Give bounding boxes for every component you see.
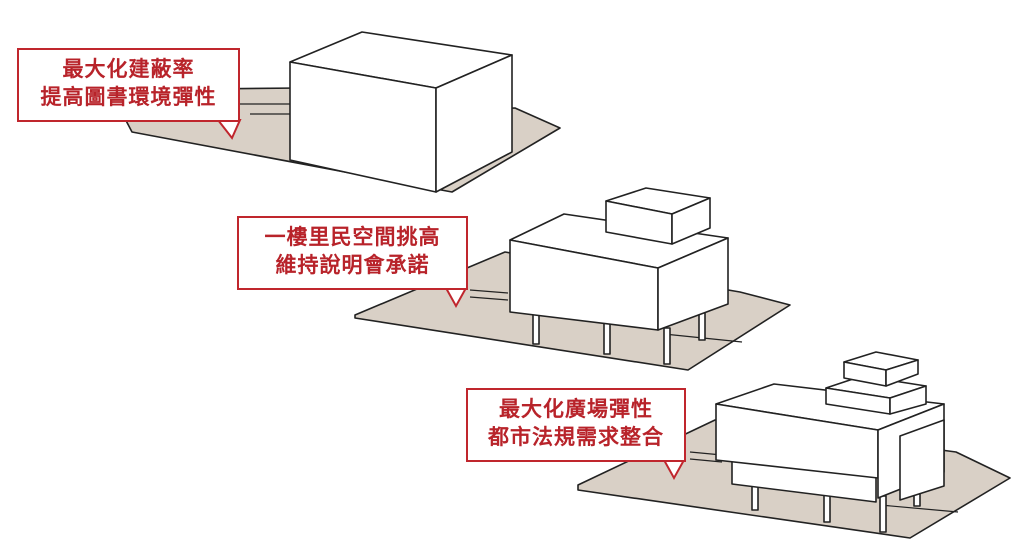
scene-3-top-side (885, 359, 919, 387)
callout-2-line1: 一樓里民空間挑高 (264, 225, 441, 249)
callout-3-line1: 最大化廣場彈性 (499, 397, 653, 421)
callout-1: 最大化建蔽率 提高圖書環境彈性 (17, 48, 240, 122)
callout-3-line2: 都市法規需求整合 (488, 425, 664, 449)
callout-1-line2: 提高圖書環境彈性 (40, 85, 217, 109)
scene-2-box-side (657, 237, 729, 331)
scene-3-massing (577, 351, 1011, 539)
scene-2-column (532, 311, 540, 345)
scene-3-step-side (889, 385, 927, 415)
scene-2-upper-side (671, 197, 711, 245)
callout-2: 一樓里民空間挑高 維持說明會承諾 (237, 216, 468, 290)
scene-2-column (663, 327, 671, 365)
scene-1-box-side (435, 54, 513, 193)
scene-3-wing (899, 419, 945, 501)
callout-2-line2: 維持說明會承諾 (275, 253, 430, 277)
callout-3: 最大化廣場彈性 都市法規需求整合 (466, 388, 686, 462)
callout-1-line1: 最大化建蔽率 (62, 57, 195, 81)
scene-3-column (879, 495, 887, 533)
